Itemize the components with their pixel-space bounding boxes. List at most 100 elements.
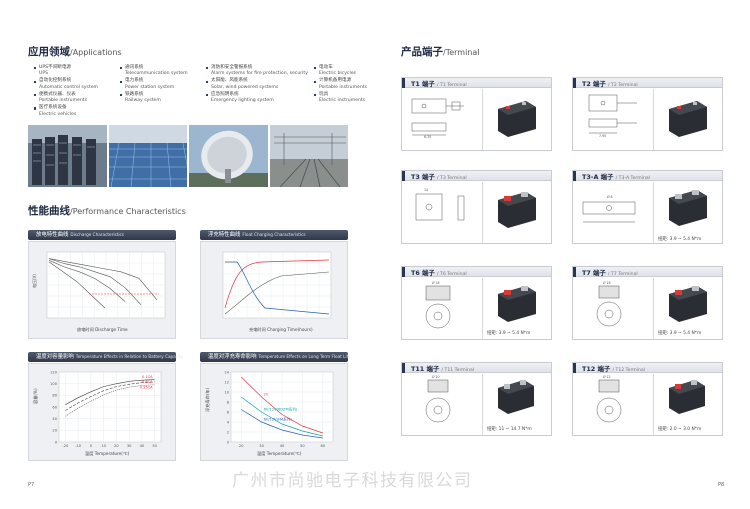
t2-drawing: 7.95 [588,94,637,138]
t12-drawing: Ø 12 [596,374,622,423]
battery-terminal-icon [498,380,534,414]
terminal-heading: 产品端子/Terminal [401,46,480,58]
terminal-card-t12: T12 端子 / T12 Terminal Ø 12 扭矩: 2.0 ~ 3.0… [572,362,723,436]
capacity-series-line [65,381,155,411]
terminal-card-t6: T6 端子 / T6 Terminal Ø 18 扭矩: 3.9 ~ 5.4 N… [401,266,552,340]
railway-photo [269,125,348,187]
y-tick-label: 20 [52,429,57,433]
svg-text:7.95: 7.95 [599,134,606,138]
terminal-card-t11: T11 端子 / T11 Terminal Ø 20 扭矩: 11 ~ 14.7… [401,362,552,436]
y-tick-label: 60 [52,405,57,409]
server-racks-photo [28,125,107,187]
float-life-series-line [240,396,323,437]
y-tick-label: 6 [227,410,230,414]
x-tick-label: 40 [280,444,285,448]
svg-text:Ø 20: Ø 20 [432,374,440,379]
t6-torque: 扭矩: 3.9 ~ 5.4 N*m [487,331,531,336]
series-label: 6V/12V(6DZM系列) [264,407,298,412]
series-label: 2V [264,393,269,397]
discharge-series-line [48,258,142,306]
discharge-ylabel: 电压(V) [31,274,37,288]
applications-photo-strip [28,125,348,187]
terminal-card-t1: T1 端子 / T1 Terminal 6.35 [401,77,552,151]
solar-panels-photo [108,125,187,187]
applications-heading: 应用领域/Applications [28,46,122,58]
tempcap-ylabel: 容量(%) [32,388,39,404]
x-tick-label: 50 [152,444,157,448]
performance-heading: 性能曲线/Performance Characteristics [28,205,186,217]
t3-drawing: 14 [415,188,465,221]
satellite-dish-photo [189,125,268,187]
right-page: 产品端子/Terminal T1 端子 / T1 Terminal 6.35 [375,0,750,509]
svg-text:14: 14 [424,188,428,192]
svg-text:6.35: 6.35 [424,135,431,139]
series-label: 0.25CA [140,386,154,390]
series-label: 0.6CA [142,380,153,384]
page-number-left: P7 [28,482,35,488]
discharge-series-line [48,260,126,302]
battery-terminal-icon [498,101,536,137]
y-tick-label: 4 [227,420,230,424]
x-tick-label: 10 [101,444,106,448]
svg-text:Ø 8: Ø 8 [607,194,613,199]
current-curve [225,261,330,315]
y-tick-label: 12 [224,380,229,384]
terminal-card-t7: T7 端子 / T7 Terminal Ø 16 扭矩: 3.9 ~ 5.4 N… [572,266,723,340]
x-tick-label: 0 [90,444,93,448]
capacity-curve [224,271,330,315]
y-tick-label: 80 [52,394,57,398]
battery-terminal-icon [498,286,536,322]
y-tick-label: 100 [50,382,58,386]
discharge-chart: 电压(V) 放电时间 Discharge Time [31,251,166,333]
t7-torque: 扭矩: 3.9 ~ 5.4 N*m [658,331,702,336]
x-tick-label: 60 [321,444,326,448]
series-label: 6V/12V(FM系列) [264,417,293,422]
y-tick-label: 10 [224,390,229,394]
discharge-series-line [48,261,106,309]
y-tick-label: 120 [50,370,58,374]
capacity-series-line [65,379,155,405]
float-charging-chart: 充电时间 Charging Time(hours) [222,251,332,333]
page-number-right: P8 [718,482,725,488]
x-tick-label: 30 [259,444,264,448]
svg-text:Ø 12: Ø 12 [603,374,611,379]
t6-drawing: Ø 18 [425,280,451,329]
battery-terminal-icon [669,380,705,414]
y-tick-label: 0 [227,440,230,444]
float-xlabel: 充电时间 Charging Time(hours) [249,326,313,333]
discharge-series-line [48,258,158,301]
x-tick-label: 20 [114,444,119,448]
t3a-drawing: Ø 8 [582,194,636,223]
x-tick-label: -10 [75,444,82,448]
y-tick-label: 14 [224,370,229,374]
terminal-card-t3a: T3-A 端子 / T3-A Terminal Ø 8 扭矩: 3.9 ~ 5.… [572,170,723,244]
templife-xlabel: 温度 Temperature(℃) [257,450,302,457]
t11-drawing: Ø 20 [425,374,451,423]
t7-drawing: Ø 16 [596,280,622,327]
company-name-watermark: 广州市尚驰电子科技有限公司 [232,471,473,491]
x-tick-label: 30 [127,444,132,448]
terminal-card-t2: T2 端子 / T2 Terminal 7.95 [572,77,723,151]
x-tick-label: -20 [62,444,69,448]
float-life-series-line [241,409,323,439]
x-tick-label: 50 [300,444,305,448]
tempcap-xlabel: 温度 Temperature(℃) [85,450,130,457]
